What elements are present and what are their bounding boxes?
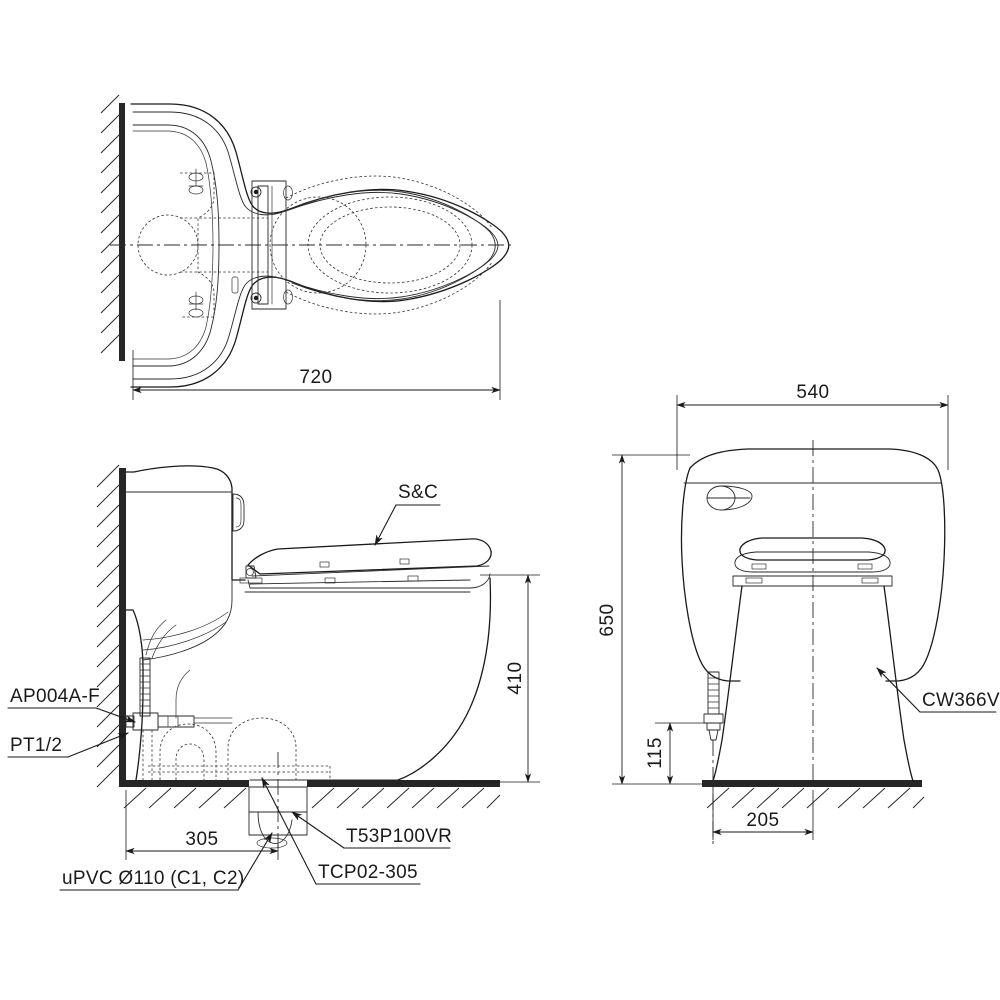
top-view-mount-bolts [188, 168, 204, 318]
top-view-second-contour [132, 111, 499, 380]
leader-t53p100vr [291, 811, 451, 849]
side-view-floor-right [307, 780, 500, 787]
side-view-floor-left [119, 780, 249, 787]
side-view-supply-riser [139, 619, 177, 717]
side-view-tank-top [125, 465, 246, 581]
leader-sc [374, 504, 441, 546]
label-t53p100vr: T53P100VR [346, 826, 452, 847]
front-view-bowl-left [712, 585, 743, 782]
dimension-720-label: 720 [299, 367, 332, 388]
label-sc: S&C [398, 482, 438, 503]
dimension-410: 410 [460, 574, 540, 783]
side-view-wall-hatch [96, 464, 120, 788]
dimension-205: 205 [712, 790, 814, 840]
leader-tcp02305 [261, 777, 421, 885]
top-view-bowl-rim-upper [285, 175, 493, 229]
side-view-group: S&C [7, 464, 540, 891]
top-view-group: 720 [100, 94, 515, 400]
side-view-body-left [125, 609, 144, 781]
front-view-floor [702, 780, 922, 787]
label-cw366v: CW366V [922, 690, 1000, 711]
side-view-trapway [148, 717, 331, 780]
dimension-650: 650 [597, 454, 705, 785]
top-view-internal-connectors [180, 217, 269, 273]
top-view-lid-tab [231, 276, 239, 294]
front-view-bowl-right [883, 585, 914, 782]
top-view-wall [119, 103, 125, 361]
front-view-supply-riser [703, 671, 724, 845]
front-view-tank-left [680, 467, 741, 682]
dimension-205-label: 205 [746, 810, 779, 831]
dimension-305-label: 305 [185, 829, 218, 850]
top-view-bowl-rim-lower [285, 261, 493, 315]
top-view-seat-outer [291, 189, 496, 302]
side-view-body-line-b [142, 621, 227, 651]
side-view-supply-hose [175, 669, 191, 719]
leader-pt12 [7, 732, 129, 758]
dimension-540: 540 [676, 382, 949, 470]
label-pt12: PT1/2 [10, 735, 62, 756]
top-view-outer-contour [130, 103, 510, 388]
leader-ap004af [7, 707, 136, 723]
dimension-720: 720 [132, 300, 501, 400]
front-view-seat-cover [732, 537, 893, 587]
side-view-body-line-a [142, 611, 229, 641]
dimension-650-label: 650 [597, 603, 618, 636]
label-ap004af: AP004A-F [10, 686, 100, 707]
side-view-bowl-right-contour [397, 577, 492, 781]
front-view-flush-lever [706, 485, 753, 511]
top-view-wall-hatch [100, 94, 120, 354]
label-tcp02305: TCP02-305 [318, 862, 418, 883]
leader-upvc [59, 832, 273, 891]
side-view-body-curve [142, 579, 233, 661]
leader-cw366v [876, 667, 997, 713]
dimension-115-label: 115 [645, 737, 666, 769]
dimension-540-label: 540 [796, 382, 829, 403]
side-view-seat-cover [239, 538, 492, 589]
front-view-floor-hatch [706, 787, 925, 809]
label-upvc: uPVC Ø110 (C1, C2) [62, 868, 244, 889]
dimension-410-label: 410 [505, 661, 526, 694]
side-view-flush-lever [232, 493, 245, 532]
front-view-group: 540 650 115 205 CW366V [597, 382, 1000, 845]
dimension-115: 115 [645, 722, 705, 785]
top-view-tank-lid-inner [132, 124, 220, 367]
side-view-waste-pipe [248, 752, 308, 852]
side-view-floor-hatch [123, 787, 501, 809]
side-view-wall [119, 468, 126, 786]
front-view-tank-right [689, 448, 946, 682]
dimension-305: 305 [125, 790, 279, 860]
